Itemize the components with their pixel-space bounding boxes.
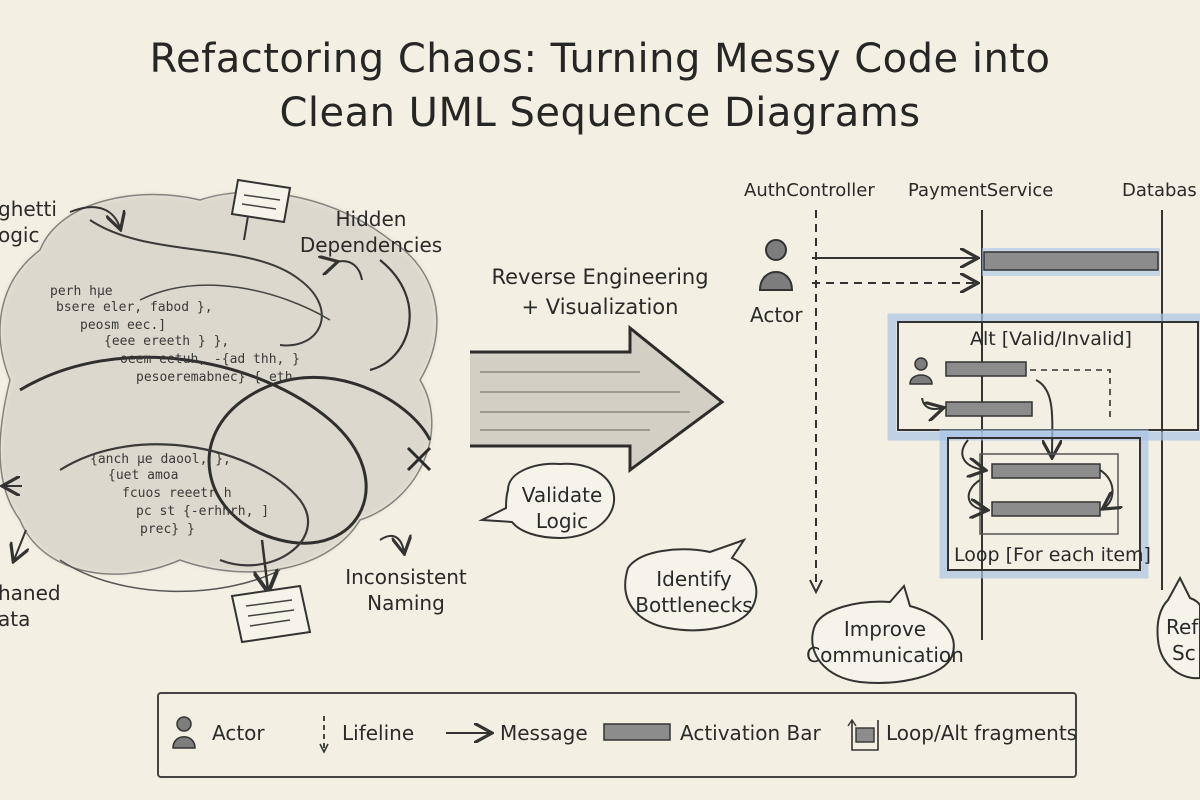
legend-fragments: Loop/Alt fragments	[886, 721, 1078, 745]
code-line: oeem eetuh, -{ad thh, }	[120, 352, 301, 367]
bubble-validate-line-2: Logic	[535, 509, 589, 533]
legend-icons	[172, 716, 879, 754]
sequence-diagram	[758, 210, 1200, 640]
bubble-identify-line-1: Identify	[656, 567, 732, 591]
code-line: peosm eec.]	[80, 318, 167, 333]
label-orphaned-line-1: haned	[0, 581, 61, 605]
speech-bubbles	[478, 462, 1200, 684]
bubble-identify-text: Identify Bottlenecks	[624, 566, 764, 618]
label-spaghetti-line-2: ogic	[0, 223, 40, 247]
participant-database: Databas	[1122, 180, 1197, 201]
label-hidden-dependencies: Hidden Dependencies	[296, 206, 446, 258]
bubble-identify-line-2: Bottlenecks	[635, 593, 753, 617]
bubble-refactor-line-1: Ref	[1166, 615, 1199, 639]
legend-message: Message	[500, 721, 588, 745]
participant-payment-service: PaymentService	[908, 180, 1054, 201]
label-hidden-line-1: Hidden	[335, 207, 407, 231]
bubble-improve-line-1: Improve	[843, 617, 927, 641]
page-title: Refactoring Chaos: Turning Messy Code in…	[0, 32, 1200, 140]
bubble-identify	[624, 538, 758, 632]
loop-fragment	[947, 437, 1141, 571]
transform-arrow	[470, 324, 725, 473]
tangle-loop-2	[59, 443, 309, 567]
arrow-caption-line-1: Reverse Engineering	[491, 265, 709, 289]
code-line: pesoeremabnec} { eth	[136, 370, 293, 385]
code-line: perh hµe	[50, 284, 113, 299]
arrow-caption-line-2: + Visualization	[521, 295, 679, 319]
code-line: {uet amoa	[108, 468, 179, 483]
note-icon	[230, 178, 292, 241]
bubble-validate-line-1: Validate	[521, 483, 603, 507]
arrow-caption: Reverse Engineering + Visualization	[460, 262, 740, 322]
code-line: prec} }	[140, 522, 195, 537]
label-spaghetti: ghetti ogic	[0, 196, 57, 248]
label-inconsistent-line-2: Naming	[367, 591, 445, 615]
bubble-refactor	[1156, 575, 1200, 680]
legend-actor: Actor	[212, 721, 265, 745]
label-inconsistent-naming: Inconsistent Naming	[336, 564, 476, 616]
label-hidden-line-2: Dependencies	[299, 233, 443, 257]
legend	[157, 692, 1077, 778]
alt-fragment-label: Alt [Valid/Invalid]	[970, 328, 1132, 350]
chaos-cloud	[0, 191, 438, 591]
label-orphaned-data: haned ata	[0, 580, 61, 632]
bubble-improve	[811, 583, 955, 684]
code-line: pc st {-erhhrh, ]	[136, 504, 270, 519]
code-line: fcuos reeetr h	[122, 486, 232, 501]
tangle-loop-1	[19, 355, 432, 545]
x-mark-icon	[406, 446, 432, 472]
bubble-validate	[478, 462, 616, 540]
title-line-1: Refactoring Chaos: Turning Messy Code in…	[149, 36, 1051, 82]
tangle-loop-3	[89, 219, 323, 347]
code-line: bsere eler, fabod },	[56, 300, 213, 315]
legend-lifeline: Lifeline	[342, 721, 415, 745]
bubble-refactor-line-2: Sc	[1172, 641, 1196, 665]
label-orphaned-line-2: ata	[0, 607, 31, 631]
legend-activation-icon	[603, 723, 671, 741]
legend-actor-icon	[172, 716, 196, 749]
legend-fragment-icon	[847, 718, 879, 751]
label-inconsistent-line-1: Inconsistent	[345, 565, 467, 589]
actor-label: Actor	[750, 303, 803, 327]
activation-bar-top	[983, 251, 1159, 271]
legend-activation-bar: Activation Bar	[680, 721, 821, 745]
actor-icon	[758, 239, 794, 291]
bubble-improve-text: Improve Communication	[800, 616, 970, 668]
bubble-improve-line-2: Communication	[806, 643, 964, 667]
title-line-2: Clean UML Sequence Diagrams	[279, 90, 921, 136]
bubble-refactor-text: Ref Sc	[1166, 614, 1198, 666]
code-line: {eee ereeth } },	[104, 334, 230, 349]
code-line: {anch µe daool, },	[90, 452, 231, 467]
legend-lifeline-icon	[319, 716, 329, 754]
bubble-validate-text: Validate Logic	[512, 482, 612, 534]
participant-auth-controller: AuthController	[744, 180, 875, 201]
loop-fragment-label: Loop [For each item]	[954, 544, 1151, 566]
label-spaghetti-line-1: ghetti	[0, 197, 57, 221]
paper-icon	[230, 584, 312, 644]
